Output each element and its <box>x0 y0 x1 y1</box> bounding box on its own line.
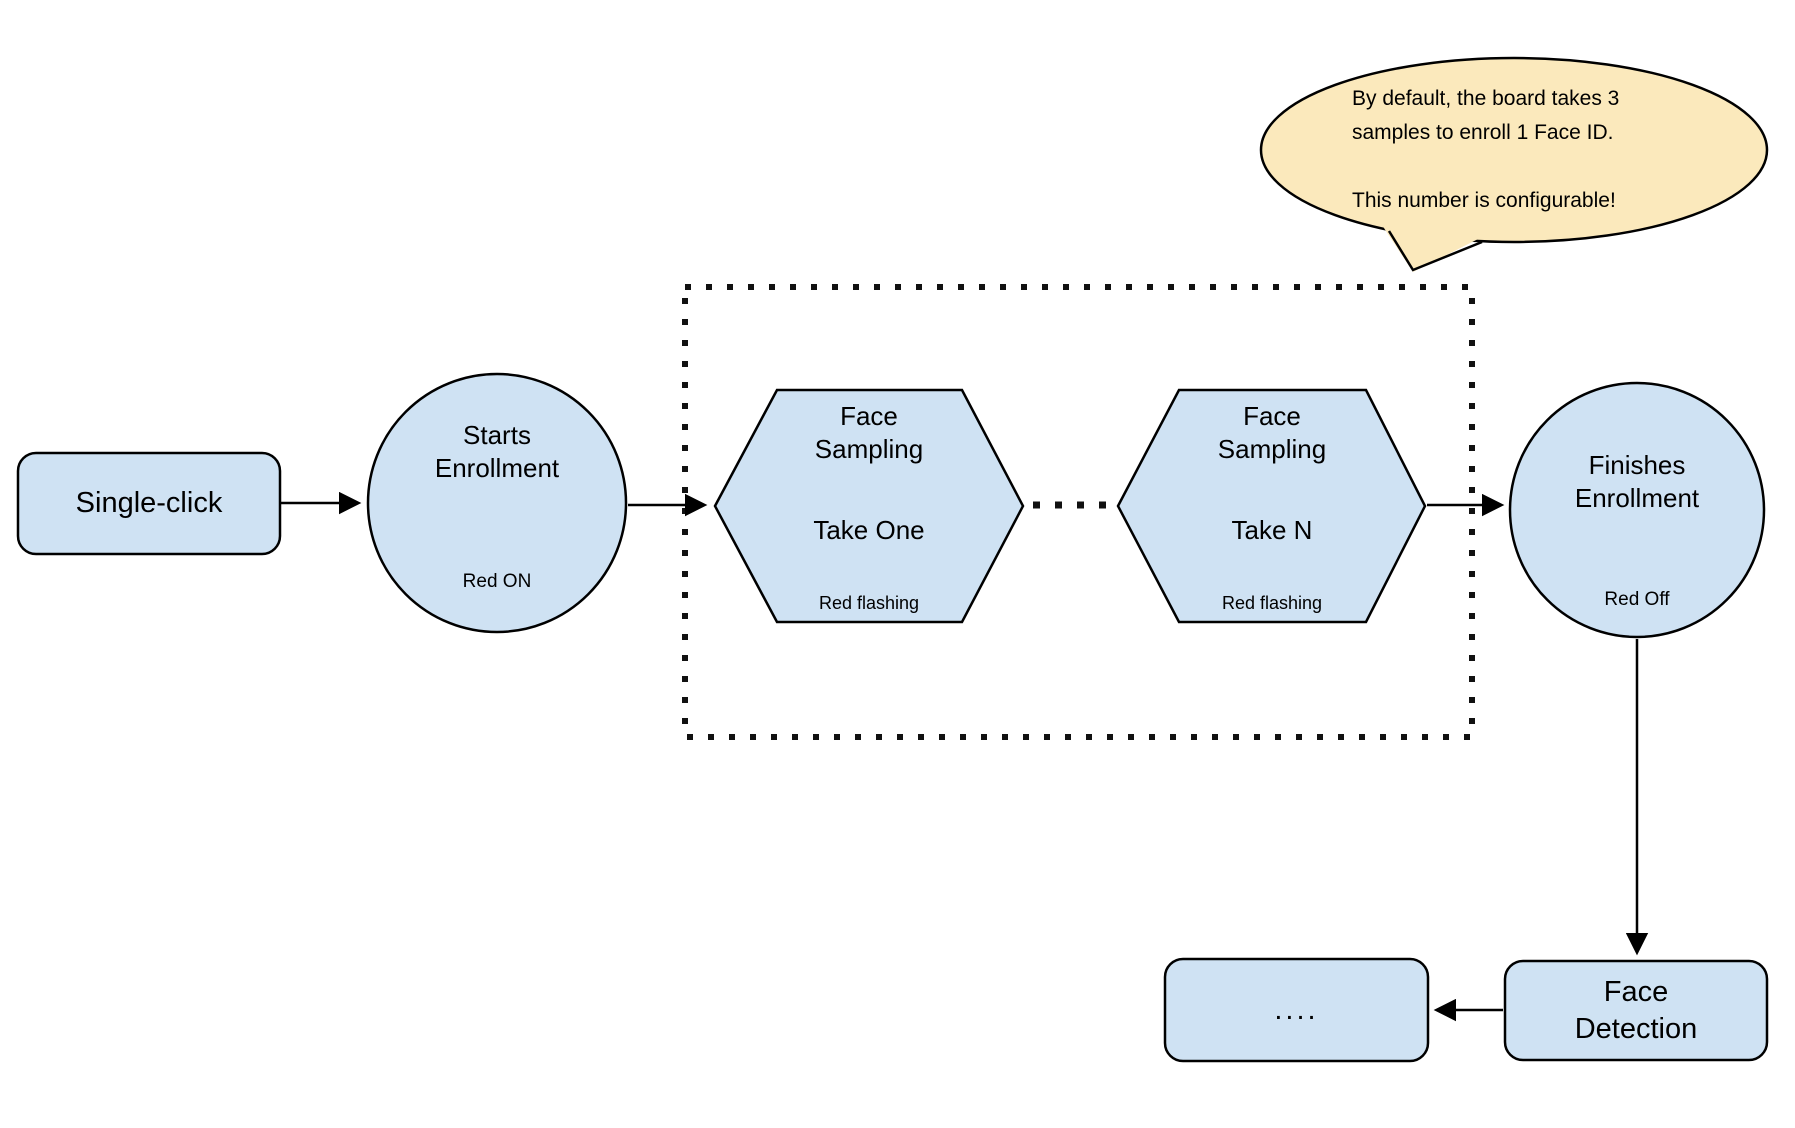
callout-line-3 <box>1352 150 1692 184</box>
face-detection-line2: Detection <box>1574 1012 1698 1045</box>
face-sampling-one-line1: Face <box>840 401 898 431</box>
callout-line-2: samples to enroll 1 Face ID. <box>1352 121 1614 144</box>
callout-tail-outline <box>1387 230 1483 272</box>
face-sampling-one-line2: Sampling <box>814 434 924 464</box>
single-click-node <box>16 451 282 556</box>
face-sampling-one-node <box>713 388 1025 624</box>
face-sampling-one-status: Red flashing <box>818 593 920 613</box>
starts-enrollment-status: Red ON <box>462 571 532 592</box>
callout-line-1: By default, the board takes 3 <box>1352 87 1620 110</box>
face-sampling-n-line2: Sampling <box>1217 434 1327 464</box>
face-sampling-one-title: Face Sampling <box>749 400 989 466</box>
ellipsis-label: .... <box>1274 993 1319 1026</box>
single-click-label: Single-click <box>75 487 223 519</box>
starts-enrollment-line2: Enrollment <box>434 453 560 483</box>
finishes-enrollment-title: Finishes Enrollment <box>1517 449 1757 515</box>
finishes-enrollment-status: Red Off <box>1604 589 1670 610</box>
face-detection-node <box>1503 959 1769 1062</box>
finishes-enrollment-node <box>1508 381 1766 639</box>
callout-line-4: This number is configurable! <box>1352 189 1616 212</box>
face-sampling-n-node <box>1116 388 1427 624</box>
starts-enrollment-node <box>366 372 628 634</box>
face-sampling-n-status: Red flashing <box>1221 593 1323 613</box>
ellipsis-node <box>1163 957 1430 1063</box>
finishes-enrollment-line2: Enrollment <box>1574 483 1700 513</box>
starts-enrollment-line1: Starts <box>463 420 531 450</box>
face-sampling-n-title: Face Sampling <box>1152 400 1392 466</box>
starts-enrollment-title: Starts Enrollment <box>377 419 617 485</box>
face-sampling-n-line1: Face <box>1243 401 1301 431</box>
face-detection-line1: Face <box>1603 975 1669 1008</box>
finishes-enrollment-line1: Finishes <box>1588 450 1686 480</box>
face-sampling-one-step: Take One <box>813 515 925 545</box>
callout-text: By default, the board takes 3 samples to… <box>1352 82 1692 218</box>
face-detection-label: Face Detection <box>1505 961 1767 1060</box>
callout-bubble <box>1259 56 1769 244</box>
face-sampling-n-step: Take N <box>1231 515 1313 545</box>
